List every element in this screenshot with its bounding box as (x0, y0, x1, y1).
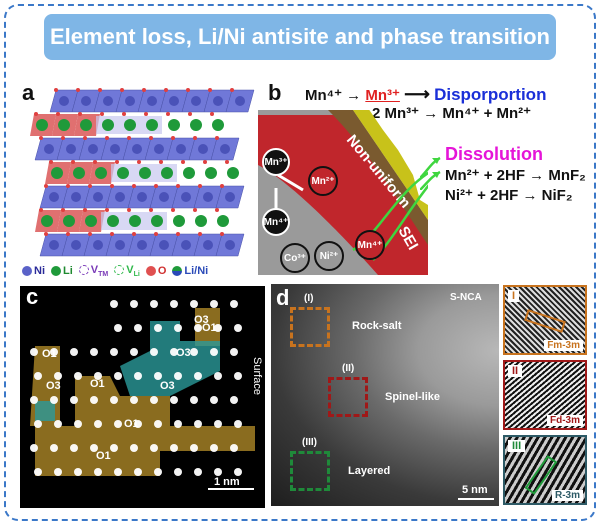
legend-vli: VLi (114, 264, 140, 278)
region-label: O3 (176, 347, 191, 359)
legend-o: O (145, 265, 166, 277)
region-label: O3 (160, 380, 175, 392)
equation-ni-dissolution: Ni²⁺ + 2HF → NiF₂ (445, 187, 573, 204)
sample-label: S-NCA (450, 292, 482, 303)
panel-b-label: b (268, 80, 282, 105)
equation-disproportion: 2 Mn³⁺ → Mn⁴⁺ + Mn²⁺ (372, 105, 532, 122)
legend-lini: Li/Ni (172, 265, 208, 277)
scale-label-c: 1 nm (214, 476, 240, 488)
phase-label: Layered (348, 465, 391, 477)
equation-mn-reduction: Mn⁴⁺ → Mn³⁺ ⟶ Disporportion (305, 84, 547, 104)
legend-vtm: VTM (78, 264, 108, 278)
surface-label: Surface (250, 357, 263, 395)
panel-d-label: d (276, 285, 290, 310)
particle-cross-section: Non-uniform SEI (258, 110, 428, 275)
scale-bar-d (458, 498, 494, 500)
ion-mn2: Mn²⁺ (308, 166, 338, 196)
crystal-structure-diagram (30, 88, 255, 257)
ion-mn4-surface: Mn⁴⁺ (355, 230, 385, 260)
equation-mn-dissolution: Mn²⁺ + 2HF → MnF₂ (445, 167, 586, 184)
legend-li: Li (51, 265, 73, 277)
scale-bar-c (208, 488, 254, 490)
tem-image (271, 284, 499, 506)
ion-ni2: Ni²⁺ (314, 241, 344, 271)
region-label: O3 (194, 314, 209, 326)
stem-image (20, 286, 265, 508)
region-label: O1 (90, 378, 105, 390)
dissolution-heading: Dissolution (445, 144, 543, 164)
ion-mn3: Mn³⁺ (262, 148, 290, 176)
region-box-III (290, 451, 330, 491)
panel-c-label: c (26, 284, 39, 309)
region-label: O1 (124, 418, 139, 430)
green-arrows (420, 156, 441, 190)
figure-frame (4, 4, 596, 521)
phase-label: Rock-salt (352, 320, 402, 332)
figure-title: Element loss, Li/Ni antisite and phase t… (44, 14, 556, 60)
region-label: O1 (202, 322, 217, 334)
region-label: O1 (42, 348, 57, 360)
phase-label: Spinel-like (385, 391, 441, 403)
scale-label-d: 5 nm (462, 484, 488, 496)
region-box-II (328, 377, 368, 417)
panel-a-label: a (22, 80, 35, 105)
box-label: (I) (304, 293, 314, 304)
region-label: O1 (96, 450, 111, 462)
ion-mn4-core: Mn⁴⁺ (262, 208, 290, 236)
legend-ni: Ni (22, 265, 45, 277)
panel-a-legend: Ni Li VTM VLi O Li/Ni (22, 264, 208, 278)
region-label: O3 (46, 380, 61, 392)
region-box-I (290, 307, 330, 347)
ion-co3: Co³⁺ (280, 243, 310, 273)
box-label: (II) (342, 363, 355, 374)
box-label: (III) (302, 437, 317, 448)
